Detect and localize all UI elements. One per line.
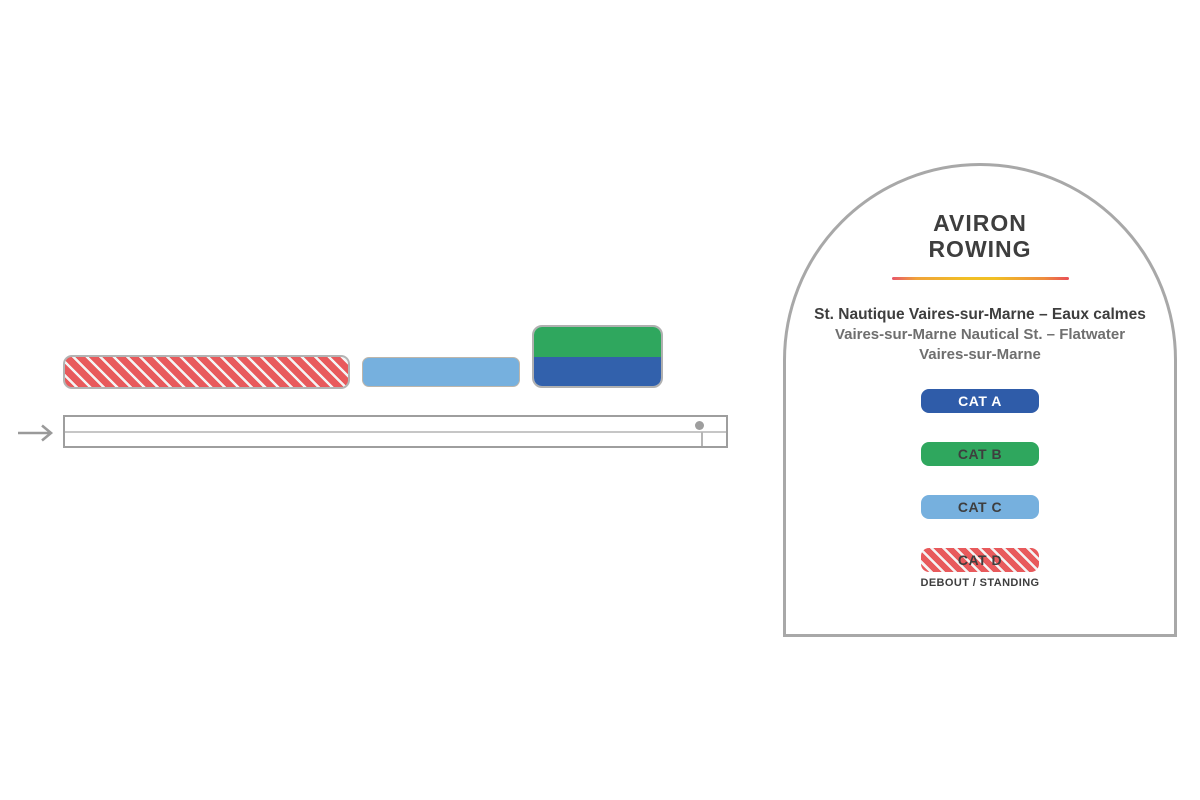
legend-cat-c-pill: CAT C [921,495,1039,519]
venue-name-en: Vaires-sur-Marne Nautical St. – Flatwate… [834,326,1126,343]
legend-cat-d-label: CAT D [957,552,1003,568]
legend-cat-a-label: CAT A [958,393,1002,409]
legend-cat-d-pill: CAT D [920,548,1039,572]
venue-name: St. Nautique Vaires-sur-Marne – Eaux cal… [786,305,1174,365]
course-centerline [65,431,726,433]
finish-marker-dot-icon [695,421,704,430]
event-title-en: ROWING [928,236,1032,262]
gradient-divider [891,277,1069,280]
legend-cat-c-label: CAT C [957,499,1003,515]
rowing-course [63,415,728,448]
legend-cat-b-pill: CAT B [921,442,1039,466]
zone-cat-b-cat-a-stand [532,325,663,388]
legend-cat-d-group: CAT D DEBOUT / STANDING [920,548,1039,589]
course-direction-arrow-icon [18,424,54,442]
venue-location: Vaires-sur-Marne [919,346,1041,363]
zone-cat-a[interactable] [534,356,661,386]
zone-cat-c[interactable] [362,357,520,387]
legend-cat-b-label: CAT B [957,446,1003,462]
venue-name-fr: St. Nautique Vaires-sur-Marne – Eaux cal… [814,306,1146,323]
event-title-fr: AVIRON [933,210,1027,236]
category-legend: CAT A CAT B CAT C CAT D DEBOUT / STANDIN… [786,389,1174,589]
event-title: AVIRON ROWING [786,210,1174,262]
zone-cat-d-standing[interactable] [63,355,350,389]
standing-note: DEBOUT / STANDING [920,577,1040,589]
finish-line [701,432,703,446]
zone-cat-b[interactable] [534,327,661,357]
legend-cat-a-pill: CAT A [921,389,1039,413]
legend-card: AVIRON ROWING St. Nautique Vaires-sur-Ma… [783,163,1177,637]
